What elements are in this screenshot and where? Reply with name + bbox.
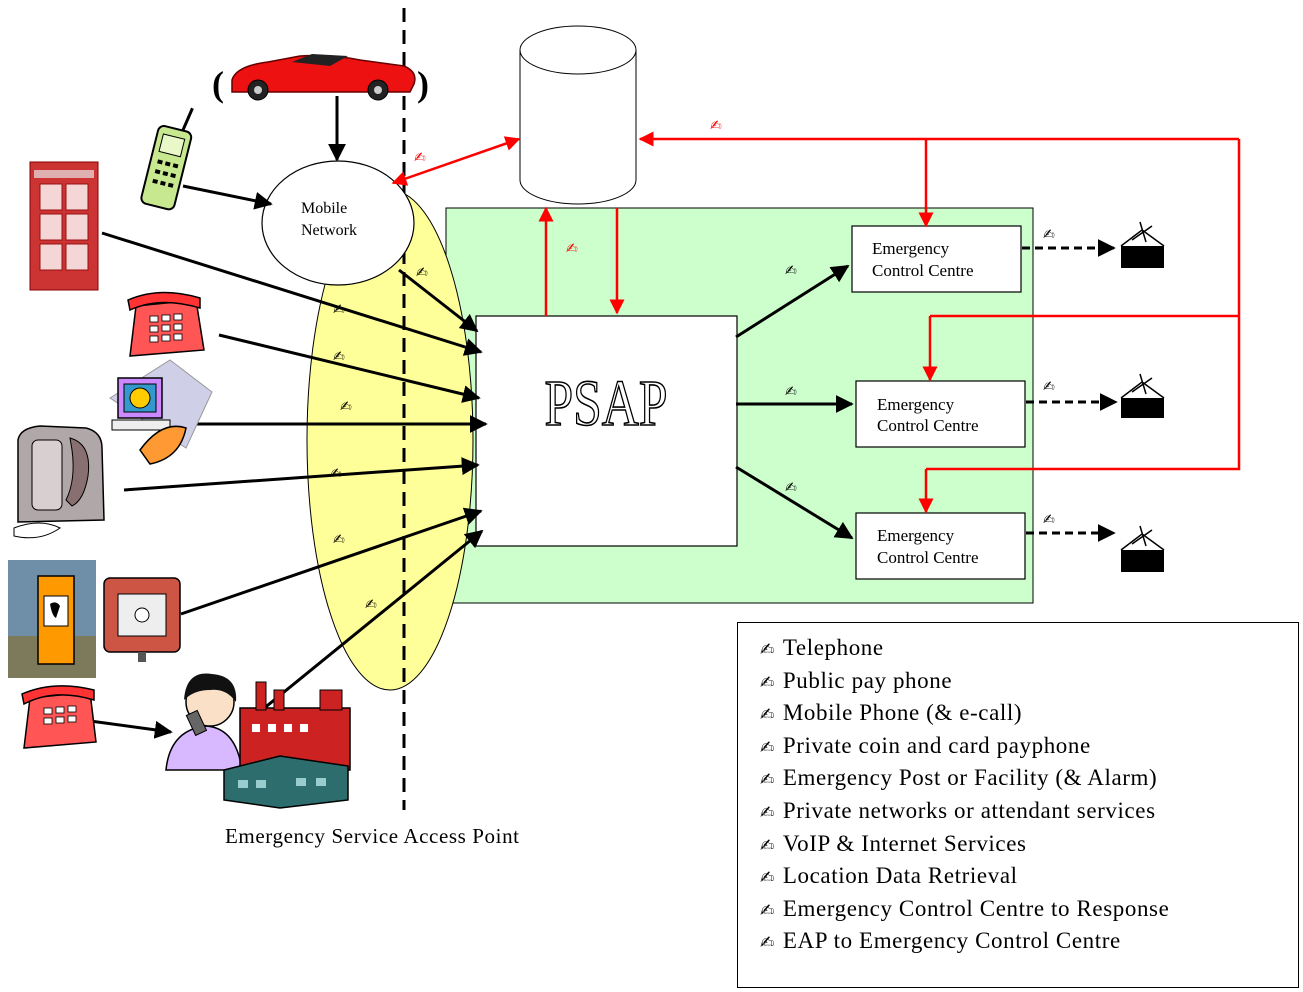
emergency-post-icon [8,560,96,678]
pen-icon: ✍ [760,933,775,954]
car-icon: ( ) [212,54,429,104]
legend-item-label: VoIP & Internet Services [782,830,1027,856]
pen-mark: ✍ [710,118,722,134]
desk-phone-icon-2 [21,685,97,749]
pen-mark: ✍ [785,480,797,496]
pen-mark: ✍ [414,150,426,166]
pen-icon: ✍ [760,802,775,823]
response-vehicle-icon [1120,525,1165,572]
legend-box: ✍ Telephone ✍ Public pay phone ✍ Mobile Pho… [737,622,1299,988]
response-dispatch-arrows [1022,239,1118,542]
legend-item: ✍ Emergency Post or Facility (& Alarm) [760,763,1298,796]
link-pen-marks: ✍ ✍ ✍ ✍ ✍ ✍ ✍ ✍ ✍ ✍ ✍ ✍ ✍ ✍ ✍ ✍ [330,118,1055,613]
ecc-3-label-1: Emergency [877,526,955,545]
pen-icon: ✍ [760,640,775,660]
ecc-box-2: Emergency Control Centre [855,380,1026,448]
legend-item-label: Private coin and card payphone [782,732,1091,758]
response-vehicle-icon [1120,221,1165,268]
pen-mark: ✍ [1043,379,1055,395]
psap-label: PSAP [544,366,667,440]
pen-icon: ✍ [760,835,775,856]
operator-icon [165,673,243,771]
svg-text:): ) [417,64,429,104]
ecc-3-label-2: Control Centre [877,548,979,567]
legend-item-label: EAP to Emergency Control Centre [782,928,1121,954]
legend-list: ✍ Telephone ✍ Public pay phone ✍ Mobile Pho… [738,623,1298,959]
payphone-icon [13,425,105,539]
legend-item: ✍ Public pay phone [760,666,1298,699]
pen-mark: ✍ [566,241,578,257]
ecc-box-3: Emergency Control Centre [855,512,1026,580]
call-flow-arrows [67,96,854,739]
legend-item-label: Public pay phone [782,667,953,693]
response-vehicle-icon [1120,373,1165,418]
ecc-1-label-2: Control Centre [872,261,974,280]
pen-mark: ✍ [333,302,345,318]
ecc-2-label-2: Control Centre [877,416,979,435]
legend-item-label: Emergency Control Centre to Response [782,895,1170,921]
access-point-caption: Emergency Service Access Point [225,824,520,848]
pen-mark: ✍ [333,532,345,548]
pen-mark: ✍ [333,349,345,365]
pen-icon: ✍ [760,868,775,889]
factory-icon [223,681,351,809]
pen-icon: ✍ [760,672,775,693]
legend-item: ✍ Emergency Control Centre to Response [760,894,1298,927]
location-data-links [391,131,1241,514]
legend-item: ✍ Private coin and card payphone [760,731,1298,764]
pen-mark: ✍ [785,384,797,400]
pen-mark: ✍ [340,399,352,415]
legend-item: ✍ Location Data Retrieval [760,861,1298,894]
pen-icon: ✍ [760,770,775,791]
pen-mark: ✍ [416,265,428,281]
pen-mark: ✍ [1043,512,1055,528]
legend-item-label: Location Data Retrieval [782,863,1018,889]
ecc-2-label-1: Emergency [877,395,955,414]
legend-item-label: Mobile Phone (& e-call) [782,700,1023,726]
mobile-network-label-2: Network [301,222,357,239]
legend-item: ✍ EAP to Emergency Control Centre [760,926,1298,959]
pen-icon: ✍ [760,900,775,921]
legend-item: ✍ Private networks or attendant services [760,796,1298,829]
psap-box [475,315,738,547]
ecc-1-label-1: Emergency [872,239,950,258]
legend-item-label: Emergency Post or Facility (& Alarm) [782,765,1158,791]
pen-icon: ✍ [760,705,775,726]
pen-mark: ✍ [1043,227,1055,243]
legend-item-label: Telephone [782,635,884,660]
desk-phone-icon [127,291,205,357]
pen-mark: ✍ [785,263,797,279]
svg-text:(: ( [212,64,224,104]
mobile-phone-icon [140,107,194,211]
legend-item-label: Private networks or attendant services [782,797,1156,823]
phone-box-icon [29,161,99,291]
legend-item: ✍ Mobile Phone (& e-call) [760,698,1298,731]
pen-mark: ✍ [330,466,342,482]
legend-item: ✍ VoIP & Internet Services [760,829,1298,862]
alarm-button-icon [103,577,181,662]
mobile-network-label-1: Mobile [301,200,347,217]
pen-mark: ✍ [365,597,377,613]
database-icon [519,25,637,205]
computer-icon [109,359,213,465]
pen-icon: ✍ [760,737,775,758]
legend-item: ✍ Telephone [760,633,1298,666]
ecc-box-1: Emergency Control Centre [851,225,1022,293]
